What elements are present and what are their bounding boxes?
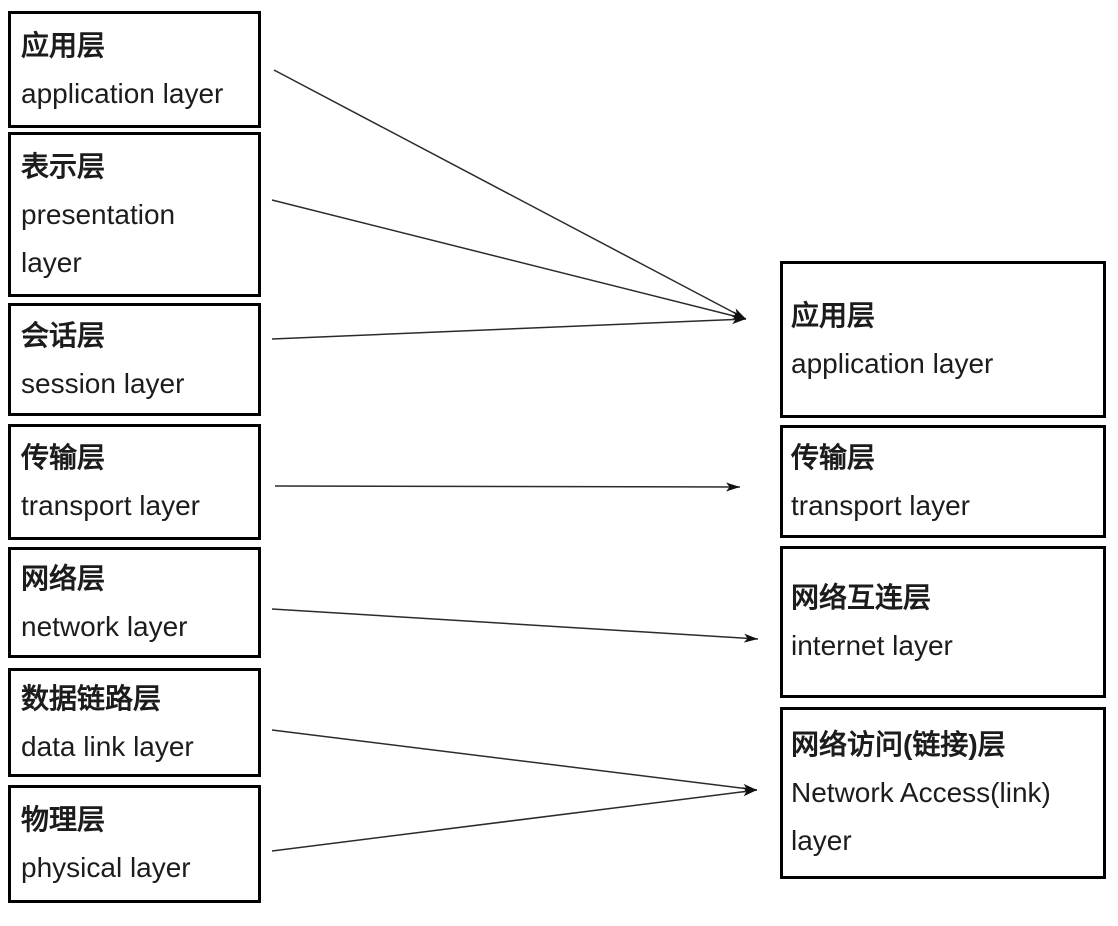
- layer-name-en: session layer: [21, 367, 185, 399]
- layer-name-en: application layer: [21, 77, 224, 109]
- osi-box-session: 会话层 session layer: [8, 303, 261, 416]
- layer-name-zh: 网络访问(链接)层: [791, 729, 1006, 760]
- layer-name-zh: 网络层: [21, 562, 106, 594]
- tcpip-box-transport: 传输层 transport layer: [780, 425, 1106, 538]
- arrow-datalink-to-network-access: [271, 729, 758, 793]
- layer-name-en: transport layer: [791, 489, 970, 521]
- tcpip-box-network-access: 网络访问(链接)层 Network Access(link) layer: [780, 707, 1106, 879]
- layer-name-en: data link layer: [21, 730, 194, 762]
- layer-name-zh: 表示层: [21, 150, 106, 182]
- layer-name-zh: 应用层: [21, 29, 106, 61]
- layer-name-en: physical layer: [21, 852, 191, 883]
- tcpip-box-internet: 网络互连层 internet layer: [780, 546, 1106, 698]
- layer-name-en: application layer: [791, 347, 994, 379]
- arrow-physical-to-network-access: [271, 787, 758, 852]
- layer-name-zh: 物理层: [21, 804, 106, 835]
- layer-name-en: transport layer: [21, 490, 200, 521]
- osi-box-physical: 物理层 physical layer: [8, 785, 261, 903]
- arrow-session-to-application: [271, 315, 747, 340]
- tcpip-box-application: 应用层 application layer: [780, 261, 1106, 418]
- layer-name-zh: 传输层: [21, 442, 106, 473]
- layer-name-zh: 数据链路层: [21, 682, 162, 714]
- arrow-transport-to-transport: [274, 482, 741, 492]
- osi-box-data-link: 数据链路层 data link layer: [8, 668, 261, 777]
- layer-name-en: internet layer: [791, 630, 953, 661]
- osi-box-transport: 传输层 transport layer: [8, 424, 261, 540]
- arrow-network-to-internet: [271, 608, 759, 643]
- layer-name-zh: 会话层: [21, 319, 106, 351]
- arrow-application-to-application: [273, 69, 747, 320]
- layer-name-zh: 网络互连层: [791, 582, 932, 613]
- osi-box-presentation: 表示层 presentation layer: [8, 132, 261, 297]
- arrow-presentation-to-application: [271, 199, 747, 320]
- layer-name-zh: 传输层: [791, 441, 876, 473]
- osi-box-network: 网络层 network layer: [8, 547, 261, 658]
- layer-name-en: network layer: [21, 610, 188, 642]
- layer-name-zh: 应用层: [791, 299, 876, 331]
- layer-name-en: Network Access(link) layer: [791, 777, 1051, 856]
- osi-box-application: 应用层 application layer: [8, 11, 261, 128]
- layer-name-en: presentation layer: [21, 198, 176, 278]
